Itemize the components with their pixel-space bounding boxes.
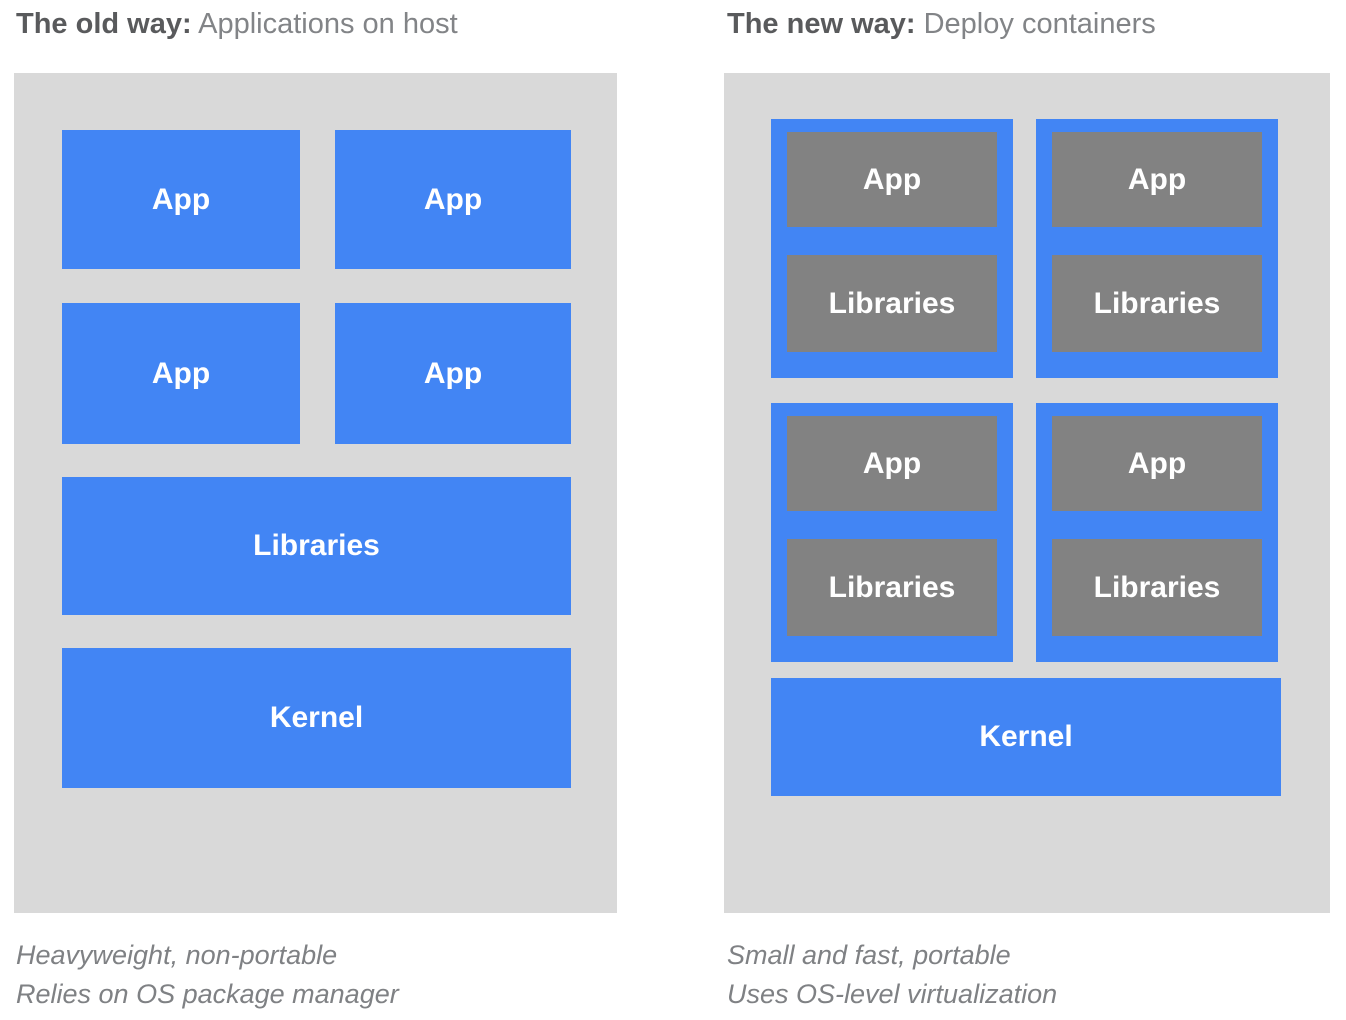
- container-app-box: App: [1052, 416, 1262, 511]
- container-box: App Libraries: [1036, 403, 1278, 662]
- container-libraries-box: Libraries: [1052, 539, 1262, 636]
- container-libraries-box: Libraries: [787, 539, 997, 636]
- container-libraries-box: Libraries: [787, 255, 997, 352]
- app-box: App: [62, 130, 300, 269]
- new-way-caption-line1: Small and fast, portable: [727, 940, 1011, 970]
- container-box: App Libraries: [771, 119, 1013, 378]
- app-box: App: [62, 303, 300, 444]
- container-libraries-box: Libraries: [1052, 255, 1262, 352]
- old-way-caption-line1: Heavyweight, non-portable: [16, 940, 338, 970]
- old-way-title: The old way: Applications on host: [16, 6, 458, 42]
- new-way-caption-line2: Uses OS-level virtualization: [727, 979, 1058, 1009]
- container-box: App Libraries: [771, 403, 1013, 662]
- old-way-title-bold: The old way:: [16, 8, 192, 40]
- app-box: App: [335, 130, 571, 269]
- old-way-caption-line2: Relies on OS package manager: [16, 979, 399, 1009]
- old-way-caption: Heavyweight, non-portable Relies on OS p…: [16, 936, 399, 1014]
- container-app-box: App: [787, 416, 997, 511]
- container-app-box: App: [1052, 132, 1262, 227]
- kernel-box: Kernel: [62, 648, 571, 788]
- new-way-title-bold: The new way:: [727, 8, 916, 40]
- host-panel: App App App App Libraries Kernel: [14, 73, 617, 913]
- app-box: App: [335, 303, 571, 444]
- new-way-caption: Small and fast, portable Uses OS-level v…: [727, 936, 1057, 1014]
- old-way-title-rest: Applications on host: [198, 8, 458, 40]
- container-box: App Libraries: [1036, 119, 1278, 378]
- containers-panel: App Libraries App Libraries App Librarie…: [724, 73, 1330, 913]
- kernel-box: Kernel: [771, 678, 1281, 796]
- new-way-title: The new way: Deploy containers: [727, 6, 1156, 42]
- new-way-title-rest: Deploy containers: [923, 8, 1156, 40]
- container-app-box: App: [787, 132, 997, 227]
- libraries-box: Libraries: [62, 477, 571, 615]
